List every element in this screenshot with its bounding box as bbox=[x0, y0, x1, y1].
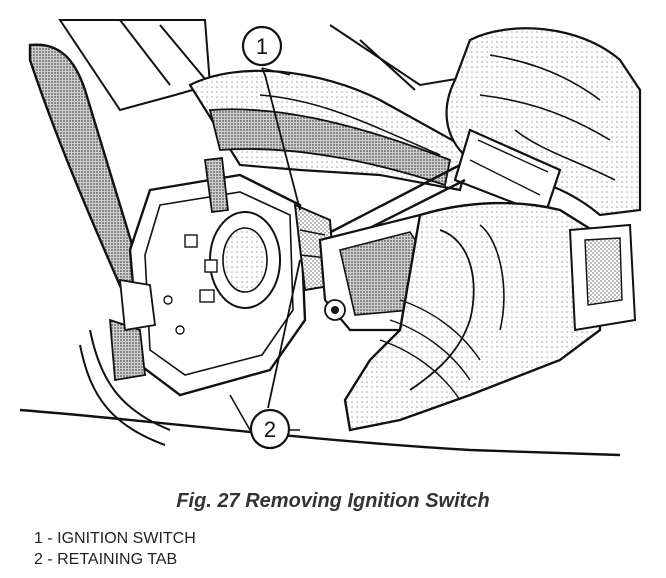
figure-caption: Fig. 27 Removing Ignition Switch bbox=[176, 490, 490, 512]
callout-1-leader bbox=[261, 67, 301, 211]
callout-1: 1 bbox=[241, 25, 283, 67]
legend-item-ignition-switch: 1 - IGNITION SWITCH bbox=[34, 530, 196, 547]
svg-text:1: 1 bbox=[256, 34, 268, 59]
parts-legend: 1 - IGNITION SWITCH 2 - RETAINING TAB bbox=[34, 528, 196, 570]
svg-text:2: 2 bbox=[264, 417, 276, 442]
legend-item-retaining-tab: 2 - RETAINING TAB bbox=[34, 551, 178, 568]
callout-2-leader bbox=[267, 259, 301, 409]
ignition-switch-drawing: 1 2 bbox=[19, 19, 642, 457]
technical-illustration: 1 2 bbox=[19, 19, 642, 457]
callout-2: 2 bbox=[249, 408, 291, 450]
